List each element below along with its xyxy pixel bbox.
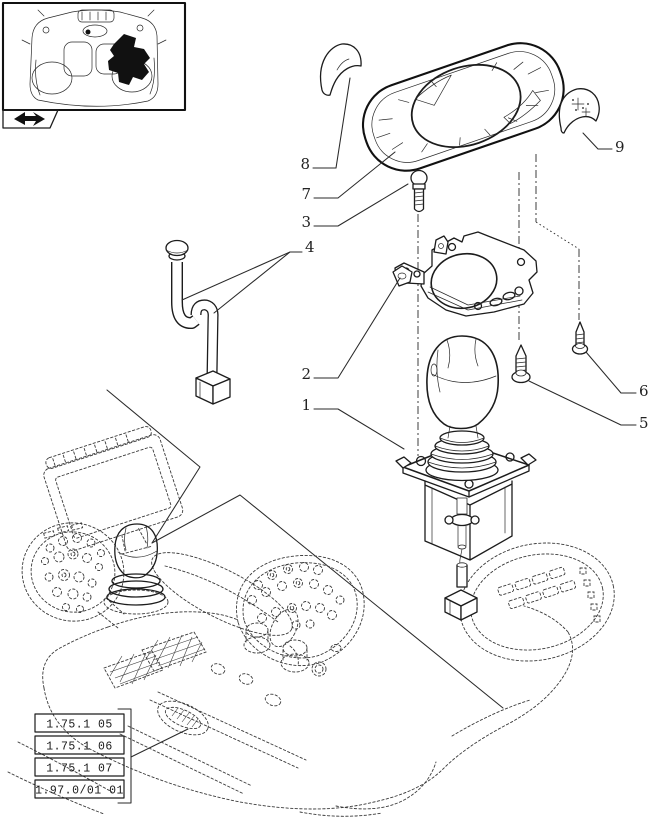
corner-arrow-icon [14,112,45,126]
left-button-pod [21,522,125,629]
callout-3[interactable]: 3 [301,183,409,231]
callout-3-label[interactable]: 3 [301,213,311,231]
callout-7[interactable]: 7 [301,151,396,203]
part-cover-flap [319,43,362,96]
cab-top-view-drawing [21,9,167,107]
callout-2-label[interactable]: 2 [301,365,311,383]
console-joystick [103,523,169,615]
callout-9-label[interactable]: 9 [615,138,625,156]
part-decal-flap [558,88,600,134]
keypad-keys [497,566,576,609]
joystick-knob [426,335,499,439]
right-keypad-pod [459,542,615,662]
armrest-console-drawing [7,426,615,817]
part-screw-large [511,344,531,384]
callout-6[interactable]: 6 [585,351,649,400]
callout-8[interactable]: 8 [300,77,351,173]
joystick-bellows [425,430,499,482]
part-bolt [410,169,428,213]
side-pocket [157,700,209,736]
callout-5[interactable]: 5 [528,380,649,432]
grip-pads [103,631,207,689]
callout-9[interactable]: 9 [582,132,625,156]
reference-box-2-label[interactable]: 1.75.1 06 [46,741,113,754]
grab-handle [151,552,299,667]
armrest-body [7,605,573,817]
reference-boxes: 1.75.1 05 1.75.1 06 1.75.1 07 1.97.0/01 … [34,708,189,804]
tube-connector-block [195,370,231,405]
part-tube-set [165,239,231,405]
rotary-knobs [243,622,342,677]
thumbnail-tab [2,109,59,129]
panel-buttons [247,562,345,630]
reference-box-3-label[interactable]: 1.75.1 07 [46,763,113,776]
joystick-harness [444,497,480,621]
display-monitor [43,426,184,555]
callout-1-label[interactable]: 1 [301,396,311,414]
callout-6-label[interactable]: 6 [639,382,649,400]
reference-box-1-label[interactable]: 1.75.1 05 [46,719,113,732]
part-joystick-assembly [395,335,537,621]
callout-2[interactable]: 2 [301,277,401,383]
component-location-blob [108,34,150,85]
callout-7-label[interactable]: 7 [301,185,311,203]
thumbnail-locator[interactable] [1,1,187,129]
joystick-base-box [424,480,513,561]
part-screw-small [571,321,589,355]
location-dot [85,29,91,35]
callout-5-label[interactable]: 5 [639,414,649,432]
reference-box-4[interactable]: 1.97.0/01 01 [34,779,125,799]
detail-cone-lines [106,389,504,709]
reference-box-4-label[interactable]: 1.97.0/01 01 [35,785,124,798]
reference-box-2[interactable]: 1.75.1 06 [34,735,125,755]
thumbnail-frame [1,1,187,112]
callout-4-label[interactable]: 4 [305,238,315,256]
bezel-rim-segments [376,61,549,153]
part-bracket [392,231,538,317]
callouts: 8 7 3 4 2 1 9 6 [181,77,649,450]
button-panel [236,554,365,677]
reference-box-3[interactable]: 1.75.1 07 [34,757,125,777]
reference-box-1[interactable]: 1.75.1 05 [34,713,125,733]
reference-leader [130,728,189,758]
reference-bracket [117,708,132,804]
callout-4[interactable]: 4 [181,238,315,314]
decal-arrows [571,97,591,117]
callout-1[interactable]: 1 [301,396,405,450]
callout-8-label[interactable]: 8 [300,155,310,173]
part-bezel [361,42,565,172]
